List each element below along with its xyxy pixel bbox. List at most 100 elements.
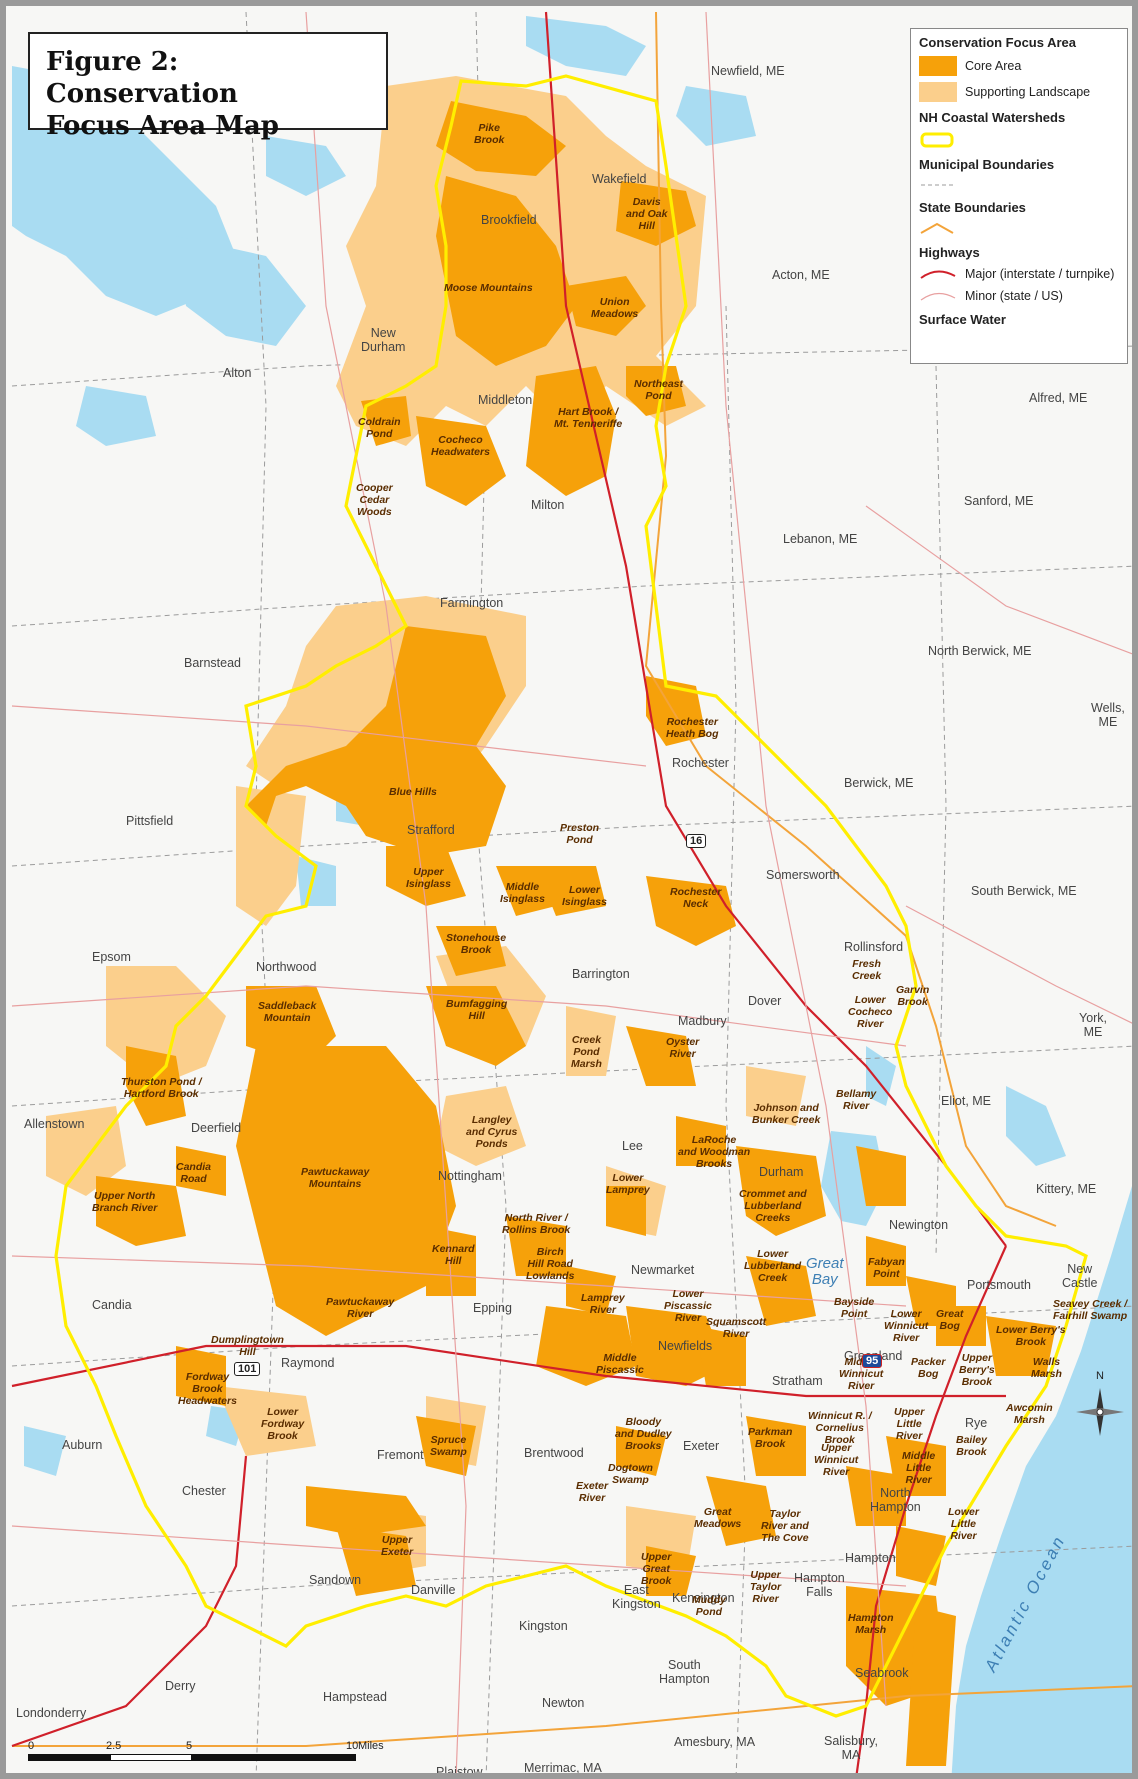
focus-area-label: Lower Fordway Brook	[261, 1406, 305, 1442]
state-boundary-south	[12, 1685, 1132, 1747]
place-label: Pittsfield	[126, 814, 174, 828]
place-label: Dover	[748, 994, 782, 1008]
focus-area-label: Great Bay	[806, 1255, 844, 1288]
focus-area-label: Crommet and Lubberland Creeks	[739, 1188, 807, 1224]
place-label: Newfield, ME	[711, 64, 785, 78]
place-label: New Durham	[361, 326, 406, 354]
legend-label-minor: Minor (state / US)	[965, 289, 1063, 303]
place-label: Deerfield	[191, 1121, 242, 1135]
focus-area-label: Bailey Brook	[956, 1434, 987, 1458]
place-label: New Castle	[1062, 1262, 1098, 1290]
focus-area-label: Blue Hills	[389, 786, 437, 798]
focus-area-label: Rochester Heath Bog	[666, 716, 719, 740]
map-title: Figure 2: Conservation Focus Area Map	[28, 32, 388, 141]
focus-area-label: Dumplingtown Hill	[211, 1334, 284, 1358]
focus-area-label: Pawtuckaway Mountains	[301, 1166, 370, 1190]
scale-tick-0: 0	[28, 1740, 35, 1752]
place-label: Brentwood	[524, 1446, 584, 1460]
legend-coastal: NH Coastal Watersheds	[919, 110, 1066, 125]
place-label: Strafford	[407, 823, 455, 837]
focus-area-label: Seavey Creek / Fairhill Swamp	[1053, 1298, 1128, 1322]
focus-area-label: Johnson and Bunker Creek	[752, 1102, 821, 1126]
place-label: Amesbury, MA	[674, 1735, 756, 1749]
focus-area-label: Middle Piscassic	[596, 1352, 644, 1376]
focus-area-label: Upper Taylor River	[750, 1569, 782, 1605]
focus-area-label: Fordway Brook Headwaters	[178, 1371, 237, 1407]
place-label: Acton, ME	[772, 268, 830, 282]
place-label: Wells, ME	[1091, 701, 1125, 729]
focus-area-label: Davis and Oak Hill	[626, 196, 668, 232]
focus-area-label: Bumfagging Hill	[446, 998, 508, 1022]
place-label: York, ME	[1079, 1011, 1108, 1039]
scale-seg-3	[192, 1754, 356, 1761]
legend-heading: Conservation Focus Area	[919, 35, 1077, 50]
place-label: Wakefield	[592, 172, 647, 186]
place-label: Derry	[165, 1679, 196, 1693]
place-label: Nottingham	[438, 1169, 502, 1183]
focus-area-label: Great Meadows	[694, 1506, 742, 1530]
scale-seg-2	[110, 1754, 192, 1761]
ocean	[951, 1186, 1132, 1773]
focus-area-label: Moose Mountains	[444, 282, 533, 294]
place-label: North Hampton	[870, 1486, 921, 1514]
focus-area-label: Preston Pond	[560, 822, 600, 846]
focus-area-label: Hampton Marsh	[848, 1612, 894, 1636]
focus-area-label: LaRoche and Woodman Brooks	[678, 1134, 751, 1170]
focus-area-label: Lower Cocheco River	[848, 994, 893, 1030]
place-label: Auburn	[62, 1438, 103, 1452]
focus-area-label: Upper North Branch River	[92, 1190, 158, 1214]
focus-area-label: Lower Piscassic River	[664, 1288, 712, 1324]
place-label: Stratham	[772, 1374, 823, 1388]
place-label: Rollinsford	[844, 940, 904, 954]
place-label: Kensington	[672, 1591, 735, 1605]
place-label: Brookfield	[481, 213, 537, 227]
place-label: Epping	[473, 1301, 512, 1315]
focus-area-label: Oyster River	[666, 1036, 700, 1060]
place-label: Somersworth	[766, 868, 840, 882]
place-label: Middleton	[478, 393, 533, 407]
place-label: Newton	[542, 1696, 585, 1710]
focus-area-label: Coldrain Pond	[358, 416, 401, 440]
shield-16: 16	[686, 834, 707, 848]
focus-area-label: Candia Road	[176, 1161, 212, 1185]
minor-highways	[11, 11, 1132, 1773]
focus-area-label: Birch Hill Road Lowlands	[526, 1246, 575, 1282]
focus-area-label: Cocheco Headwaters	[431, 434, 490, 458]
focus-area-label: Upper Exeter	[381, 1534, 414, 1558]
focus-area-label: Packer Bog	[911, 1356, 946, 1380]
state-swatch	[920, 222, 954, 234]
legend-highways: Highways	[919, 245, 980, 260]
place-label: Madbury	[678, 1014, 727, 1028]
focus-area-label: Hart Brook / Mt. Tenneriffe	[554, 406, 623, 430]
place-label: Epsom	[92, 950, 131, 964]
focus-area-label: Fabyan Point	[868, 1256, 905, 1280]
place-label: Berwick, ME	[844, 776, 914, 790]
focus-area-label: Lower Winnicut River	[884, 1308, 929, 1344]
focus-area-label: Upper Winnicut River	[814, 1442, 859, 1478]
place-label: Farmington	[440, 596, 504, 610]
legend-surface-water: Surface Water	[919, 312, 1006, 327]
coastal-watershed-boundary	[54, 74, 1088, 1718]
place-label: South Berwick, ME	[971, 884, 1077, 898]
place-label: Newmarket	[631, 1263, 695, 1277]
supporting-swatch	[919, 82, 957, 102]
place-label: Barnstead	[184, 656, 241, 670]
place-label: Barrington	[572, 967, 630, 981]
focus-area-label: Dogtown Swamp	[608, 1462, 653, 1486]
compass-icon	[1076, 1388, 1124, 1436]
place-label: Lee	[622, 1139, 643, 1153]
place-label: Raymond	[281, 1356, 335, 1370]
place-label: Salisbury, MA	[824, 1734, 878, 1762]
state-boundary	[644, 11, 1057, 1227]
legend-label-supporting: Supporting Landscape	[965, 85, 1091, 99]
focus-area-label: Lamprey River	[581, 1292, 625, 1316]
focus-area-label: Muddy Pond	[692, 1594, 726, 1618]
place-label: Exeter	[683, 1439, 720, 1453]
coastal-swatch	[920, 132, 954, 148]
place-label: North Berwick, ME	[928, 644, 1032, 658]
scale-seg-1	[28, 1754, 110, 1761]
focus-area-label: Bellamy River	[836, 1088, 877, 1112]
title-line-2: Focus Area Map	[46, 111, 279, 141]
focus-area-label: Lower Berry's Brook	[996, 1324, 1066, 1348]
